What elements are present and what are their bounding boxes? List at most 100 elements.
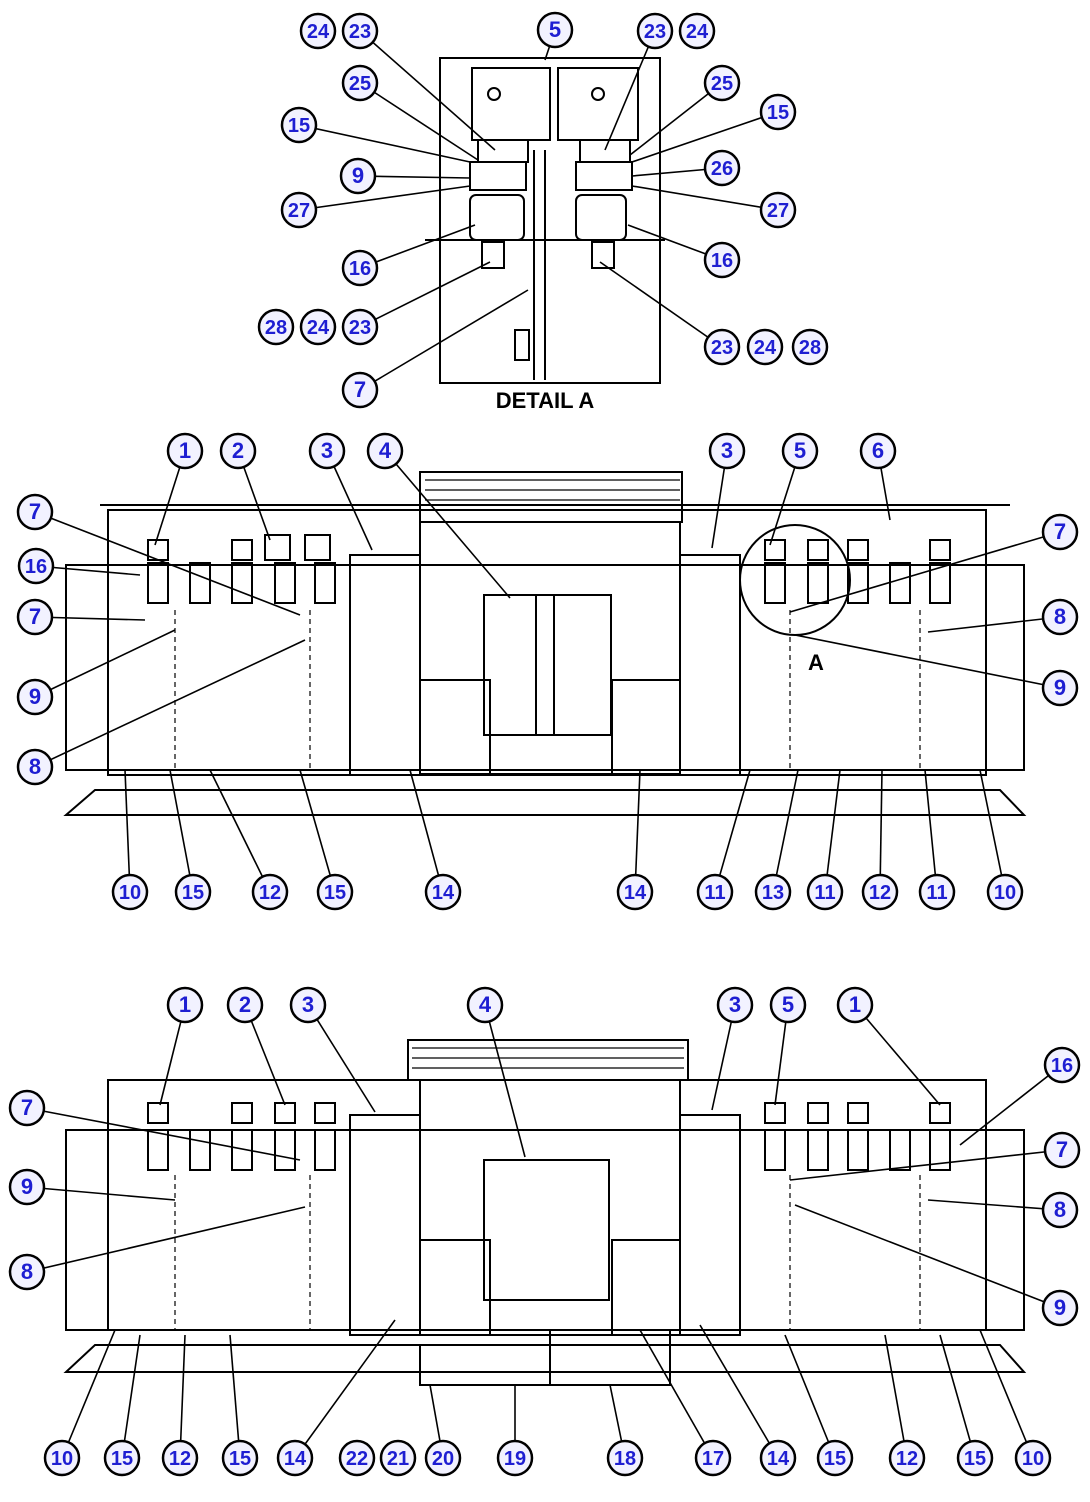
callout-number: 23 xyxy=(349,21,371,43)
callout-number: 16 xyxy=(349,258,371,280)
callout-balloon-circle xyxy=(956,1439,994,1477)
callout-balloon-circle xyxy=(8,1253,46,1291)
callout-number: 3 xyxy=(302,992,314,1017)
callout-number: 3 xyxy=(729,992,741,1017)
callout-number: 15 xyxy=(767,102,789,124)
callout-balloon-circle xyxy=(308,432,346,470)
callout-detail-16: 16 xyxy=(703,241,741,279)
detail-bracket-right xyxy=(557,67,639,141)
callout-balloon-circle xyxy=(8,1168,46,1206)
callout-number: 6 xyxy=(872,438,884,463)
callout-balloon-circle xyxy=(17,547,55,585)
callout-balloon-circle xyxy=(289,986,327,1024)
leader-view2-7 xyxy=(789,1149,1063,1181)
callout-balloon-circle xyxy=(636,12,674,50)
leader-detail-23 xyxy=(604,30,656,151)
leader-view1-13 xyxy=(772,769,799,893)
detail-washer-left xyxy=(469,161,527,191)
leader-view1-8 xyxy=(927,616,1061,633)
callout-balloon-circle xyxy=(466,986,504,1024)
callout-balloon-circle xyxy=(8,1089,46,1127)
callout-view2-2: 2 xyxy=(226,986,264,1024)
callout-view1-11: 11 xyxy=(696,873,734,911)
leader-view2-12 xyxy=(179,1334,186,1459)
leader-view2-7 xyxy=(26,1107,301,1161)
callout-balloon-circle xyxy=(1041,1191,1079,1229)
callout-balloon-circle xyxy=(166,432,204,470)
callout-balloon-circle xyxy=(1041,1289,1079,1327)
callout-number: 11 xyxy=(926,882,947,904)
callout-view1-3: 3 xyxy=(308,432,346,470)
leader-view1-11 xyxy=(824,769,841,893)
leader-view2-15 xyxy=(784,1334,836,1459)
callout-number: 9 xyxy=(352,163,364,188)
callout-detail-26: 26 xyxy=(703,149,741,187)
callout-number: 12 xyxy=(259,882,281,904)
callout-number: 15 xyxy=(288,115,310,137)
callout-balloon-circle xyxy=(986,873,1024,911)
callout-balloon-circle xyxy=(280,106,318,144)
callout-number: 19 xyxy=(504,1448,526,1470)
callout-view1-14: 14 xyxy=(424,873,462,911)
callout-view2-14: 14 xyxy=(276,1439,314,1477)
callout-view1-15: 15 xyxy=(174,873,212,911)
detail-insulator-left xyxy=(469,194,525,241)
callout-view2-3: 3 xyxy=(289,986,327,1024)
callout-number: 3 xyxy=(321,438,333,463)
callout-detail-25: 25 xyxy=(341,64,379,102)
callout-number: 11 xyxy=(814,882,835,904)
callout-balloon-circle xyxy=(703,241,741,279)
leader-view2-10 xyxy=(61,1329,116,1459)
view2-panel xyxy=(107,1079,987,1331)
leader-view2-8 xyxy=(927,1199,1061,1211)
callout-view2-20: 20 xyxy=(424,1439,462,1477)
leader-view1-14 xyxy=(634,769,641,893)
callout-detail-23: 23 xyxy=(636,12,674,50)
callout-balloon-circle xyxy=(694,1439,732,1477)
callout-balloon-circle xyxy=(1014,1439,1052,1477)
detail-washer-right xyxy=(575,161,633,191)
leader-detail-23 xyxy=(359,30,496,151)
callout-balloon-circle xyxy=(759,93,797,131)
detail-title: DETAIL A xyxy=(496,388,595,413)
detail-a-ref-letter: A xyxy=(808,650,824,675)
leader-view1-9 xyxy=(34,629,176,698)
callout-balloon-circle xyxy=(716,986,754,1024)
callout-view1-10: 10 xyxy=(986,873,1024,911)
leader-view1-15 xyxy=(169,769,194,893)
detail-frame xyxy=(439,57,661,384)
callout-balloon-circle xyxy=(366,432,404,470)
callout-balloon-circle xyxy=(219,432,257,470)
leader-detail-16 xyxy=(359,224,476,269)
callout-view1-10: 10 xyxy=(111,873,149,911)
view2-center-block xyxy=(483,1159,610,1301)
leader-detail-25 xyxy=(629,82,723,156)
callout-number: 11 xyxy=(704,882,725,904)
callout-number: 13 xyxy=(762,882,784,904)
callout-detail-23: 23 xyxy=(703,328,741,366)
callout-number: 16 xyxy=(1051,1055,1073,1077)
callout-view1-9: 9 xyxy=(1041,669,1079,707)
callout-number: 10 xyxy=(119,882,141,904)
callout-number: 15 xyxy=(111,1448,133,1470)
callout-view1-16: 16 xyxy=(17,547,55,585)
callout-number: 12 xyxy=(896,1448,918,1470)
callout-number: 9 xyxy=(21,1174,33,1199)
callout-number: 14 xyxy=(624,882,647,904)
leader-view1-11 xyxy=(924,769,938,893)
callout-detail-24: 24 xyxy=(678,12,716,50)
callout-balloon-circle xyxy=(754,873,792,911)
leader-detail-27 xyxy=(298,185,471,211)
view2-bottom-rail-left xyxy=(419,1344,551,1386)
callout-number: 9 xyxy=(1054,675,1066,700)
callout-number: 10 xyxy=(994,882,1016,904)
callout-detail-23: 23 xyxy=(341,12,379,50)
callout-balloon-circle xyxy=(338,1439,376,1477)
callout-view1-1: 1 xyxy=(166,432,204,470)
callout-number: 20 xyxy=(432,1448,454,1470)
leader-view1-9 xyxy=(794,634,1061,689)
callout-balloon-circle xyxy=(166,986,204,1024)
callout-number: 7 xyxy=(29,499,41,524)
callout-detail-9: 9 xyxy=(339,157,377,195)
callout-number: 12 xyxy=(869,882,891,904)
